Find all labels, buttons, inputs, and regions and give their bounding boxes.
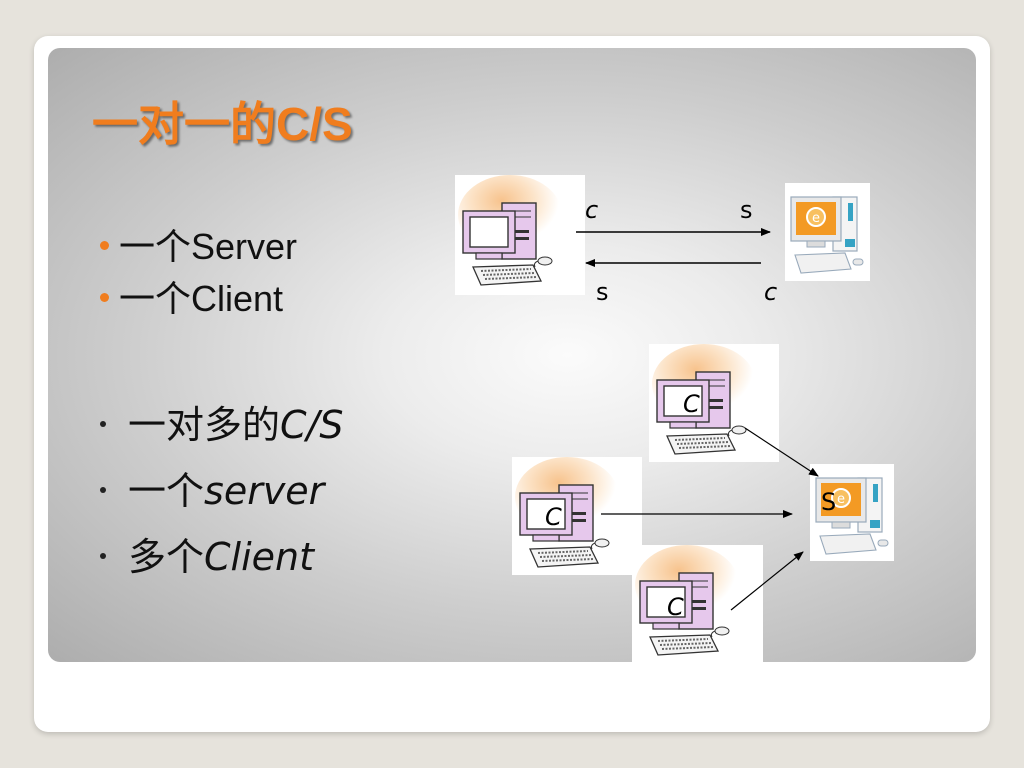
bullet-one-server: 一个Server <box>100 218 297 270</box>
bullet-dot-icon <box>100 486 106 493</box>
bullet-dot-icon <box>100 292 109 302</box>
label-server-top: s <box>740 196 753 224</box>
bullet-dot-icon <box>100 552 106 559</box>
label-client-bottom: s <box>596 278 609 306</box>
label-server-bottom: c <box>764 278 778 306</box>
label-client-3: C <box>667 593 684 621</box>
bullet-dot-icon <box>100 420 106 427</box>
slide: 一对一的C/S 一个Server 一个Client 一对多的C/S 一个serv… <box>48 48 976 662</box>
arrows-layer <box>576 228 819 611</box>
bullet-many-clients: 多个Client <box>100 526 314 581</box>
computer-icon <box>632 545 762 662</box>
bullet-one-to-many: 一对多的C/S <box>100 394 343 449</box>
bullet-one-client: 一个Client <box>100 270 283 322</box>
server-computer-icon-2: e <box>810 464 894 561</box>
client-computer-icon-1 <box>649 344 779 462</box>
arrow-client1-server <box>744 427 819 477</box>
label-client-1: C <box>683 390 700 418</box>
client-computer-icon-2 <box>512 457 642 575</box>
server-computer-icon: e <box>785 183 870 281</box>
label-client-2: C <box>545 503 562 531</box>
computer-icon <box>512 457 642 575</box>
bullet-one-server-2: 一个server <box>100 460 324 515</box>
server-computer-icon: e <box>785 183 870 281</box>
label-server: S <box>821 488 837 516</box>
arrow-client3-server <box>730 551 804 611</box>
computer-icon <box>455 175 585 295</box>
server-computer-icon: e <box>810 464 894 561</box>
slide-title: 一对一的C/S <box>92 98 353 150</box>
label-client-top: c <box>585 196 599 224</box>
bullet-dot-icon <box>100 240 109 250</box>
svg-text:e: e <box>812 211 820 226</box>
client-computer-icon <box>455 175 585 295</box>
computer-icon <box>649 344 779 462</box>
svg-text:e: e <box>837 492 845 507</box>
client-computer-icon-3 <box>632 545 763 662</box>
